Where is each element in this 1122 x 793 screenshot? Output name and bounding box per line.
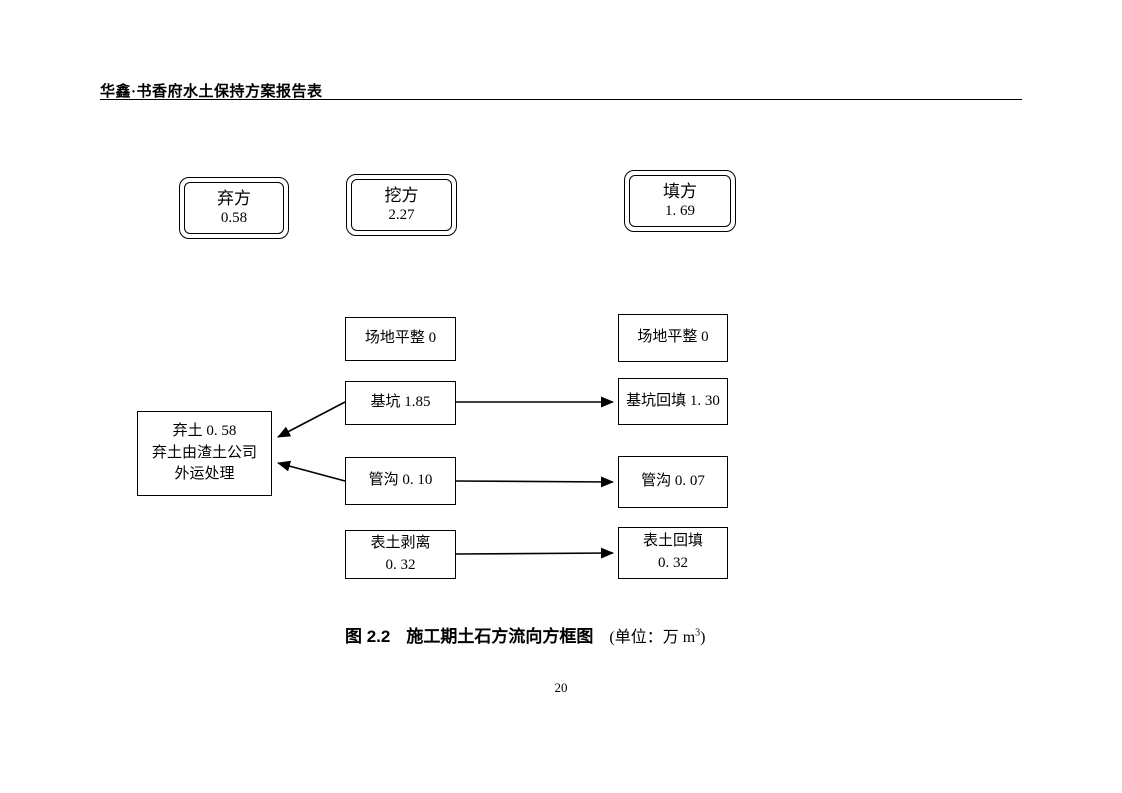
box-site-grading-dest-text: 场地平整 0 <box>637 329 709 346</box>
box-topsoil-strip-src: 表土剥离 0. 32 <box>345 530 456 579</box>
box-topsoil-backfill-line2: 0. 32 <box>658 555 688 571</box>
arrow-pit-to-spoil <box>277 401 346 438</box>
box-pipe-trench-src: 管沟 0. 10 <box>345 457 456 505</box>
box-site-grading-src-text: 场地平整 0 <box>364 330 437 347</box>
box-fill-summary-inner: 填方 1. 69 <box>629 175 731 227</box>
box-fill-summary-label: 填方 <box>663 182 697 201</box>
arrow-trench-to-backfill <box>455 476 614 488</box>
box-fill-summary: 填方 1. 69 <box>624 170 736 232</box>
arrow-topsoil-to-backfill <box>455 547 614 559</box>
box-site-grading-dest: 场地平整 0 <box>618 314 728 362</box>
box-spoil-summary-label: 弃方 <box>217 189 251 208</box>
arrow-trench-to-spoil <box>277 460 346 482</box>
box-excavation-summary: 挖方 2.27 <box>346 174 457 236</box>
figure-caption-title: 施工期土石方流向方框图 <box>406 627 594 646</box>
box-excavation-summary-label: 挖方 <box>384 186 419 205</box>
box-pipe-trench-src-text: 管沟 0. 10 <box>368 472 433 489</box>
box-excavation-summary-value: 2.27 <box>388 207 415 224</box>
box-pit-backfill-dest-text: 基坑回填 1. 30 <box>626 392 720 409</box>
box-excavation-summary-inner: 挖方 2.27 <box>351 179 452 231</box>
box-spoil-disposal-line3: 外运处理 <box>174 466 235 483</box>
header-rule <box>100 99 1022 100</box>
box-foundation-pit-src: 基坑 1.85 <box>345 381 456 425</box>
box-topsoil-strip-line1: 表土剥离 <box>370 534 431 551</box>
box-topsoil-backfill-line1: 表土回填 <box>642 533 703 550</box>
caption-unit-sup: 3 <box>695 627 701 639</box>
figure-caption-label: 图 2.2 <box>345 627 391 646</box>
box-spoil-disposal-line2: 弃土由渣土公司 <box>151 444 257 461</box>
box-topsoil-backfill-dest: 表土回填 0. 32 <box>618 527 728 579</box>
box-site-grading-src: 场地平整 0 <box>345 317 456 361</box>
box-foundation-pit-src-text: 基坑 1.85 <box>370 394 431 411</box>
box-topsoil-strip-line2: 0. 32 <box>385 556 416 573</box>
box-pit-backfill-dest: 基坑回填 1. 30 <box>618 378 728 425</box>
figure-caption: 图 2.2 施工期土石方流向方框图 (单位：万 m3) <box>345 622 705 647</box>
caption-unit-prefix: (单位：万 m <box>609 629 696 646</box>
box-trench-backfill-dest: 管沟 0. 07 <box>618 456 728 508</box>
box-spoil-summary-inner: 弃方 0.58 <box>184 182 284 234</box>
box-spoil-summary-value: 0.58 <box>220 210 248 227</box>
header-title: 华鑫·书香府水土保持方案报告表 <box>100 84 323 100</box>
box-spoil-disposal-line1: 弃土 0. 58 <box>172 422 237 439</box>
figure-caption-unit: (单位：万 m3) <box>609 627 706 646</box>
box-trench-backfill-dest-text: 管沟 0. 07 <box>641 473 705 490</box>
box-spoil-summary: 弃方 0.58 <box>179 177 289 239</box>
caption-unit-suffix: ) <box>700 629 706 646</box>
box-spoil-disposal: 弃土 0. 58 弃土由渣土公司 外运处理 <box>137 411 272 496</box>
page-number: 20 <box>554 680 568 695</box>
box-fill-summary-value: 1. 69 <box>665 203 695 220</box>
